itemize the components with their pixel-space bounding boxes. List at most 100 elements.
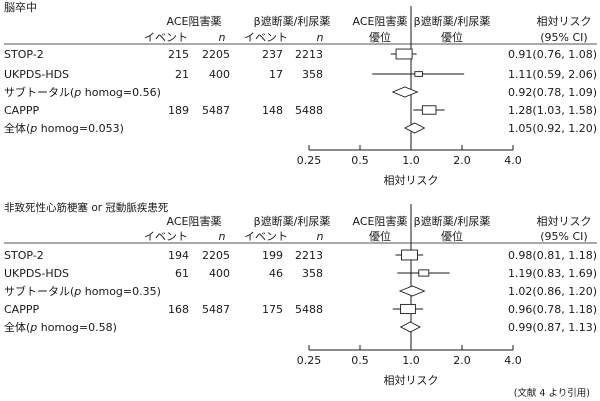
row-events-ace: 189 [168, 104, 189, 117]
header-favours-left-2: 優位 [369, 229, 391, 243]
x-tick-label: 0.5 [351, 354, 369, 367]
header-favours-right-2: 優位 [441, 30, 463, 44]
row-label-p: p [73, 86, 81, 99]
row-label: UKPDS-HDS [4, 68, 69, 81]
header-group1: ACE阻害薬 [167, 14, 222, 28]
row-label: サブトータル(p homog=0.56) [4, 85, 161, 99]
point-estimate-box [400, 303, 416, 315]
header-rr-ci: (95% CI) [540, 230, 587, 243]
header-favours-left-2: 優位 [369, 30, 391, 44]
row-n-bb: 5488 [295, 303, 323, 316]
header-n-2: n [317, 230, 324, 243]
summary-diamond [403, 122, 426, 134]
header-rr: 相対リスク [537, 14, 592, 28]
row-label-part: 全体( [4, 121, 30, 135]
row-rr-ci: 0.96(0.78, 1.18) [508, 303, 597, 316]
row-n-bb: 5488 [295, 104, 323, 117]
row-label-rest: homog=0.58) [37, 321, 117, 334]
row-rr-ci: 0.92(0.78, 1.09) [508, 86, 597, 99]
row-n-ace: 2205 [202, 48, 230, 61]
row-n-bb: 2213 [295, 48, 323, 61]
header-events-1: イベント [144, 230, 188, 243]
row-n-ace: 5487 [202, 104, 230, 117]
header-group2: β遮断薬/利尿薬 [254, 214, 331, 228]
row-label-rest: homog=0.053) [37, 122, 124, 135]
panel-title: 非致死性心筋梗塞 or 冠動脈疾患死 [4, 201, 169, 214]
x-tick-label: 0.5 [351, 154, 369, 167]
x-tick-label: 2.0 [453, 154, 471, 167]
x-axis-title: 相対リスク [384, 173, 439, 187]
row-label-p: p [29, 122, 37, 135]
row-label-p: p [73, 285, 81, 298]
row-events-bb: 148 [262, 104, 283, 117]
header-events-2: イベント [244, 31, 288, 44]
row-label-rest: homog=0.35) [81, 285, 161, 298]
row-n-ace: 2205 [202, 249, 230, 262]
row-events-ace: 194 [168, 249, 189, 262]
row-n-bb: 358 [302, 267, 323, 280]
row-events-bb: 46 [269, 267, 283, 280]
point-estimate-box [414, 71, 423, 77]
header-n-1: n [219, 31, 226, 44]
x-axis-title: 相対リスク [384, 373, 439, 387]
row-n-ace: 400 [209, 68, 230, 81]
point-estimate-box [418, 269, 430, 277]
header-rr: 相対リスク [537, 214, 592, 228]
row-events-ace: 168 [168, 303, 189, 316]
row-events-ace: 21 [175, 68, 189, 81]
header-group2: β遮断薬/利尿薬 [254, 14, 331, 28]
header-favours-left: ACE阻害薬 [353, 214, 408, 228]
row-label: CAPPP [4, 303, 39, 316]
x-tick-label: 0.25 [297, 154, 322, 167]
x-tick-label: 4.0 [504, 354, 522, 367]
row-label: 全体(p homog=0.58) [4, 320, 117, 334]
row-label-rest: homog=0.56) [81, 86, 161, 99]
header-n-1: n [219, 230, 226, 243]
x-tick-label: 2.0 [453, 354, 471, 367]
summary-diamond [391, 86, 419, 98]
row-label: 全体(p homog=0.053) [4, 121, 124, 135]
row-label-p: p [29, 321, 37, 334]
header-rr-ci: (95% CI) [540, 31, 587, 44]
row-label: サブトータル(p homog=0.35) [4, 284, 161, 298]
row-label: CAPPP [4, 104, 39, 117]
x-tick-label: 1.0 [402, 154, 420, 167]
row-events-bb: 237 [262, 48, 283, 61]
row-events-ace: 61 [175, 267, 189, 280]
header-events-1: イベント [144, 31, 188, 44]
row-rr-ci: 1.02(0.86, 1.20) [508, 285, 597, 298]
row-rr-ci: 0.98(0.81, 1.18) [508, 249, 597, 262]
row-rr-ci: 0.91(0.76, 1.08) [508, 48, 597, 61]
row-label-part: 全体( [4, 320, 30, 334]
row-events-ace: 215 [168, 48, 189, 61]
point-estimate-box [395, 48, 413, 60]
summary-diamond [399, 321, 421, 333]
header-favours-right: β遮断薬/利尿薬 [414, 214, 491, 228]
row-rr-ci: 0.99(0.87, 1.13) [508, 321, 597, 334]
row-events-bb: 199 [262, 249, 283, 262]
header-group1: ACE阻害薬 [167, 214, 222, 228]
source-note: (文献 4 より引用) [514, 387, 590, 399]
row-n-ace: 5487 [202, 303, 230, 316]
panel-title: 脳卒中 [4, 0, 37, 14]
row-rr-ci: 1.28(1.03, 1.58) [508, 104, 597, 117]
row-label-part: サブトータル( [4, 85, 74, 99]
row-n-bb: 2213 [295, 249, 323, 262]
row-rr-ci: 1.19(0.83, 1.69) [508, 267, 597, 280]
x-tick-label: 4.0 [504, 154, 522, 167]
header-n-2: n [317, 31, 324, 44]
row-rr-ci: 1.05(0.92, 1.20) [508, 122, 597, 135]
point-estimate-box [421, 105, 437, 115]
row-rr-ci: 1.11(0.59, 2.06) [508, 68, 597, 81]
point-estimate-box [401, 249, 418, 261]
header-events-2: イベント [244, 230, 288, 243]
row-events-bb: 175 [262, 303, 283, 316]
row-n-bb: 358 [302, 68, 323, 81]
header-favours-right-2: 優位 [441, 229, 463, 243]
row-label: STOP-2 [4, 249, 44, 262]
header-favours-left: ACE阻害薬 [353, 14, 408, 28]
header-favours-right: β遮断薬/利尿薬 [414, 14, 491, 28]
